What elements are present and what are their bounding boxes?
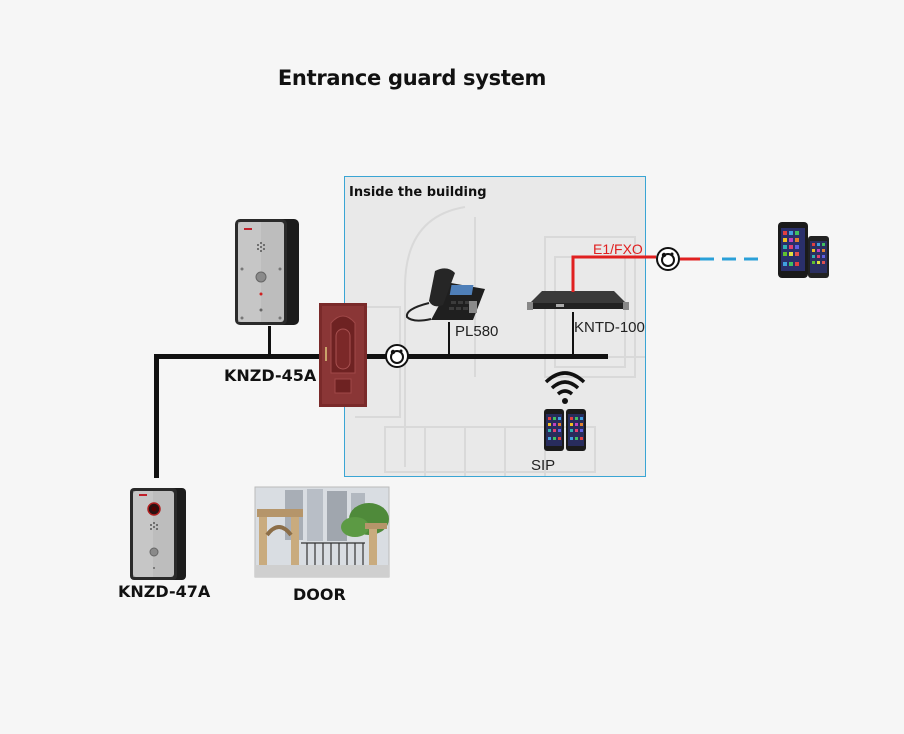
lan-drop-kntd100 — [572, 312, 574, 356]
network-jack-icon — [385, 344, 409, 368]
video-intercom-panel-icon — [130, 488, 186, 580]
lan-bus-line — [154, 354, 608, 359]
gate-photo — [254, 486, 390, 578]
building-zone-label: Inside the building — [349, 185, 487, 200]
diagram-title: Entrance guard system — [277, 66, 547, 90]
door-label: DOOR — [293, 585, 346, 604]
wifi-icon — [544, 371, 586, 404]
smartphones-icon — [544, 409, 586, 451]
lan-drop-knzd45a — [268, 326, 271, 356]
lan-drop-pl580 — [448, 322, 450, 356]
network-jack-icon — [656, 247, 680, 271]
intercom-panel-icon — [235, 219, 299, 325]
door-icon — [319, 303, 367, 407]
remote-dashed-line — [700, 257, 766, 261]
knzd-47a-label: KNZD-47A — [118, 582, 211, 601]
kntd-100-label: KNTD-100 — [574, 319, 645, 336]
knzd-45a-label: KNZD-45A — [224, 366, 317, 385]
mobile-phones-icon — [778, 222, 829, 278]
lan-drop-knzd47a — [154, 354, 159, 478]
pl580-label: PL580 — [455, 323, 499, 340]
desk-phone-icon — [405, 268, 485, 322]
rack-gateway-icon — [527, 291, 629, 310]
sip-label: SIP — [531, 457, 556, 474]
trunk-line — [571, 255, 702, 292]
building-zone — [344, 176, 646, 477]
e1-fxo-label: E1/FXO — [593, 241, 643, 257]
